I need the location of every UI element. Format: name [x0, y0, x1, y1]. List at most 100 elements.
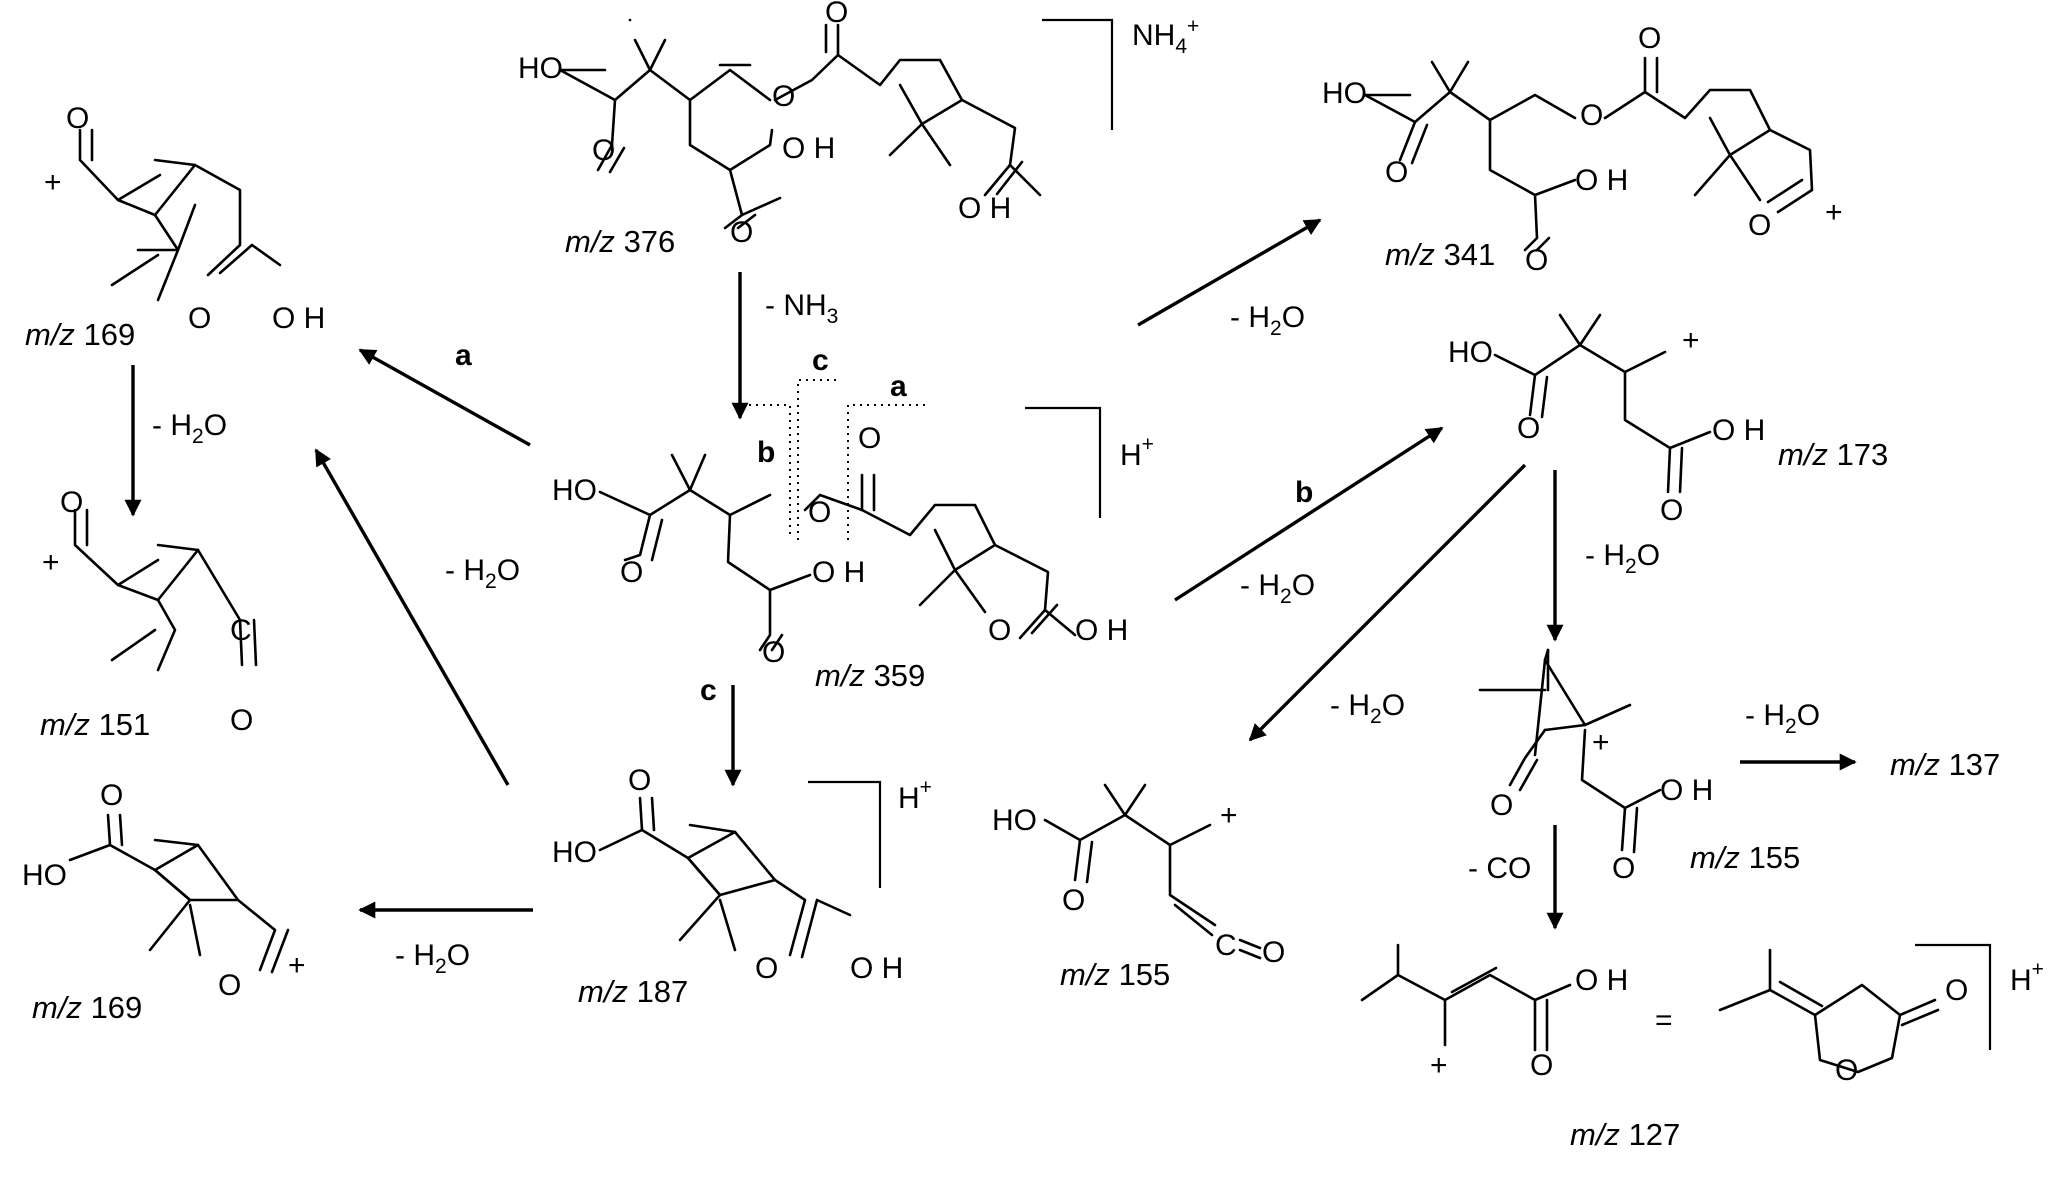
- atom-o: O: [1525, 244, 1548, 277]
- atom-o: O: [188, 302, 211, 335]
- atom-o: O: [1385, 156, 1408, 189]
- structure-mz155-cyclopropane: [1478, 648, 1662, 854]
- atom-c: C: [1215, 929, 1237, 962]
- cleavage-label-c: c: [812, 344, 829, 377]
- atom-c: C: [230, 614, 252, 647]
- step-minus-nh3: - NH3: [765, 289, 838, 328]
- bracket: [1042, 18, 1114, 130]
- structure-mz127-open: [1360, 943, 1572, 1052]
- atom-o: O: [988, 614, 1011, 647]
- step-minus-h2o: - H2O: [1745, 699, 1820, 738]
- atom-oh: O H: [958, 192, 1011, 225]
- atom-o: O: [218, 969, 241, 1002]
- atom-o: O: [592, 134, 615, 167]
- ion-proton: H+: [2010, 958, 2044, 997]
- atom-o: O: [1612, 852, 1635, 885]
- atom-o: O: [1490, 789, 1513, 822]
- atom-o: O: [628, 764, 651, 797]
- atom-o: O: [60, 486, 83, 519]
- cleavage-label-b: b: [1295, 476, 1313, 509]
- mz-label-151: m/z 151: [40, 707, 150, 742]
- mz-label-137: m/z 137: [1890, 747, 2000, 782]
- atom-o: O: [1530, 1049, 1553, 1082]
- cation-charge: +: [288, 949, 306, 982]
- atom-o: O: [100, 779, 123, 812]
- cleavage-label-a: a: [455, 339, 472, 372]
- atom-oh: O H: [272, 302, 325, 335]
- step-minus-h2o: - H2O: [395, 939, 470, 978]
- atom-oh: O H: [812, 556, 865, 589]
- ion-ammonium: NH4+: [1132, 15, 1199, 58]
- arrow-187-to-169-top: [314, 448, 510, 786]
- step-minus-h2o: - H2O: [1240, 569, 1315, 608]
- structure-mz376: [558, 18, 1042, 230]
- atom-oh: O H: [782, 132, 835, 165]
- step-minus-h2o: - H2O: [445, 554, 520, 593]
- arrow-359-to-169-a: [358, 348, 531, 447]
- atom-o: O: [1660, 494, 1683, 527]
- cation-charge: +: [44, 166, 62, 199]
- cation-charge: +: [1592, 726, 1610, 759]
- atom-o: O: [1262, 936, 1285, 969]
- atom-ho: HO: [1448, 336, 1493, 369]
- atom-o: O: [730, 216, 753, 249]
- atom-o: O: [230, 704, 253, 737]
- cleavage-label-c: c: [700, 674, 717, 707]
- atom-o: O: [66, 102, 89, 135]
- atom-oh: O H: [1075, 614, 1128, 647]
- atom-o: O: [772, 80, 795, 113]
- bracket: [1025, 406, 1102, 518]
- bracket: [1915, 943, 1992, 1050]
- arrow-173-to-155-ketene: [1248, 463, 1527, 742]
- cation-charge: +: [1430, 1049, 1448, 1082]
- structure-mz127-lactone: [1718, 948, 1940, 1074]
- step-minus-h2o: - H2O: [1585, 539, 1660, 578]
- atom-ho: HO: [552, 474, 597, 507]
- atom-oh: O H: [1660, 774, 1713, 807]
- atom-ho: HO: [1322, 77, 1367, 110]
- mz-label-155-right: m/z 155: [1690, 840, 1800, 875]
- cation-charge: +: [42, 546, 60, 579]
- bracket: [808, 780, 882, 888]
- cleavage-label-b: b: [757, 436, 775, 469]
- mz-label-173: m/z 173: [1778, 437, 1888, 472]
- structure-mz187: [598, 796, 852, 959]
- step-minus-h2o: - H2O: [1230, 301, 1305, 340]
- mz-label-169-bottom: m/z 169: [32, 990, 142, 1025]
- atom-oh: O H: [850, 952, 903, 985]
- cation-charge: +: [1825, 196, 1843, 229]
- structure-mz169-top: [78, 128, 282, 302]
- atom-ho: HO: [22, 859, 67, 892]
- structure-mz169-bottom: [68, 813, 290, 974]
- step-minus-h2o: - H2O: [1330, 689, 1405, 728]
- ion-proton: H+: [1120, 433, 1154, 472]
- structure-mz173: [1493, 313, 1712, 494]
- atom-o: O: [1835, 1054, 1858, 1087]
- structure-mz341: [1363, 56, 1814, 252]
- atom-ho: HO: [552, 836, 597, 869]
- mz-label-169-top: m/z 169: [25, 317, 135, 352]
- structure-mz155-ketene: [1043, 783, 1262, 960]
- atom-o: O: [808, 496, 831, 529]
- atom-ho: HO: [992, 804, 1037, 837]
- mz-label-359: m/z 359: [815, 658, 925, 693]
- equals-sign: =: [1655, 1004, 1673, 1037]
- atom-o: O: [858, 422, 881, 455]
- mz-label-376: m/z 376: [565, 224, 675, 259]
- arrow-359-to-341: [1137, 218, 1322, 327]
- structure-mz151: [73, 508, 258, 672]
- cation-charge: +: [1220, 799, 1238, 832]
- mz-label-187: m/z 187: [578, 974, 688, 1009]
- atom-o: O: [1638, 22, 1661, 55]
- atom-oh: O H: [1712, 414, 1765, 447]
- cleavage-line-a: [847, 404, 925, 540]
- atom-o: O: [1062, 884, 1085, 917]
- step-minus-co: - CO: [1468, 852, 1531, 885]
- atom-oh: O H: [1575, 964, 1628, 997]
- atom-o: O: [1945, 974, 1968, 1007]
- atom-ho: HO: [518, 52, 563, 85]
- atom-oh: O H: [1575, 164, 1628, 197]
- atom-o: O: [825, 0, 848, 29]
- mz-label-155-mid: m/z 155: [1060, 957, 1170, 992]
